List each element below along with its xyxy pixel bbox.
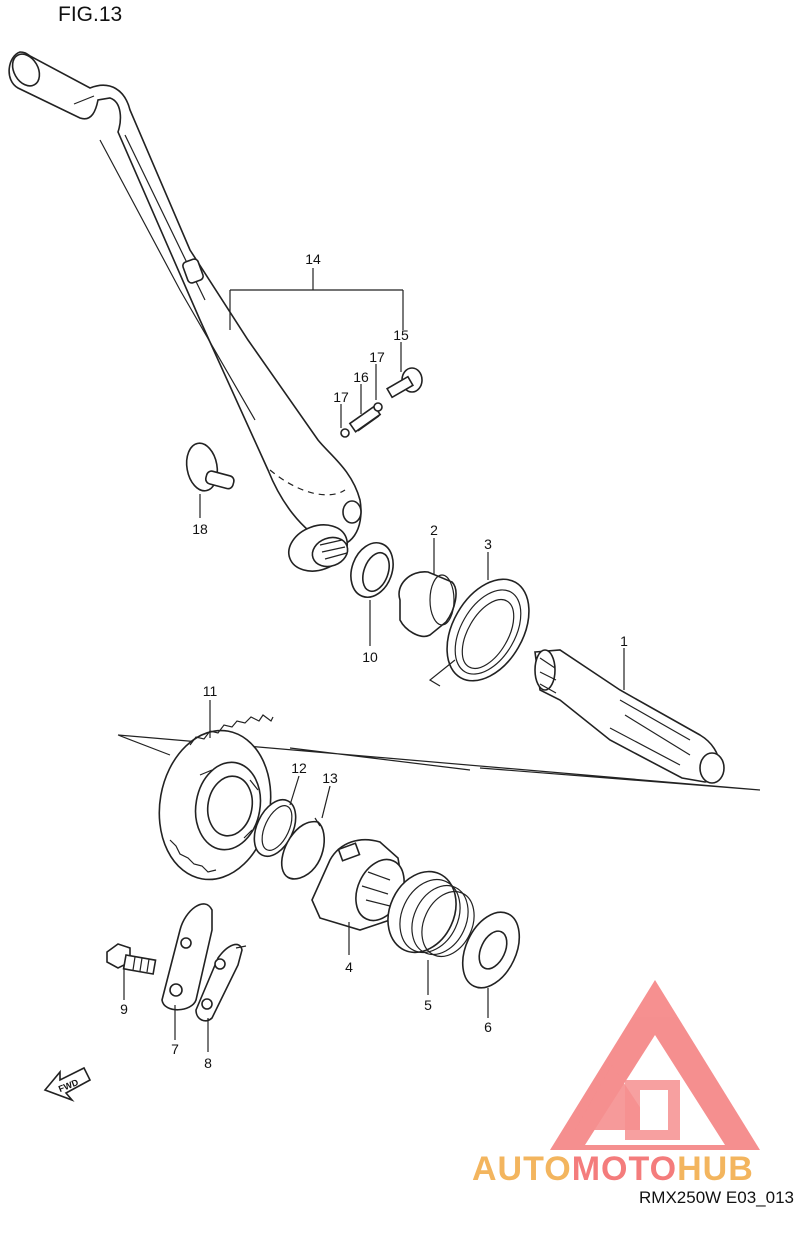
callout-10: 10 [362,649,378,665]
callout-5: 5 [424,997,432,1013]
part-13-circlip [281,817,326,880]
callout-12: 12 [291,760,307,776]
part-18-stud [185,442,235,492]
callout-18: 18 [192,521,208,537]
part-10-bushing [350,542,394,598]
callout-8: 8 [204,1055,212,1071]
callout-4: 4 [345,959,353,975]
callout-17: 17 [369,349,385,365]
part-8-plate [195,943,247,1022]
callout-16: 16 [353,369,369,385]
shaft-axis-line [117,734,761,791]
leader-lines [123,268,625,1052]
callout-3: 3 [484,536,492,552]
watermark-logo-icon [550,980,760,1150]
callout-6: 6 [484,1019,492,1035]
callout-14: 14 [305,251,321,267]
callout-1: 1 [620,633,628,649]
callout-15: 15 [393,327,409,343]
callout-9: 9 [120,1001,128,1017]
fwd-arrow-icon [43,1066,92,1102]
part-12-circlip [253,798,297,858]
drawing-code: RMX250W E03_013 [639,1188,794,1207]
callout-labels: 14 15 17 16 17 18 2 3 10 1 11 12 13 4 5 … [120,251,628,1071]
figure-title: FIG.13 [58,3,123,26]
watermark-text-moto: MOTO [571,1150,678,1188]
callout-13: 13 [322,770,338,786]
part-6-washer [461,911,521,989]
part-15-bolt [386,367,423,399]
callout-17: 17 [333,389,349,405]
callout-11: 11 [203,683,218,699]
callout-7: 7 [171,1041,179,1057]
watermark-text: AUTOMOTOHUB [472,1150,754,1189]
part-7-plate [161,903,213,1011]
part-5-spring [387,870,475,958]
part-17-ball [340,402,383,438]
part-9-bolt [106,943,157,975]
part-11-gear [158,714,274,881]
watermark-text-hub: HUB [677,1150,754,1188]
part-1-shaft [534,649,725,784]
part-3-spring [428,578,530,687]
callout-2: 2 [430,522,438,538]
watermark-text-auto: AUTO [472,1150,572,1188]
kick-lever [8,51,362,572]
part-2-guide [398,571,457,638]
